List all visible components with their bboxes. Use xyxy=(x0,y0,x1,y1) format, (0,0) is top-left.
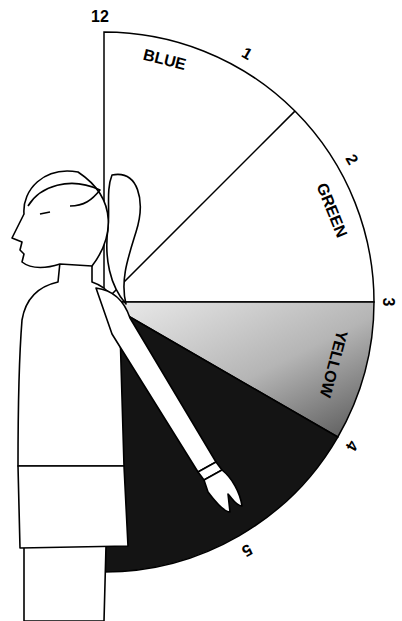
clock-number: 12 xyxy=(91,9,109,25)
clock-number: 4 xyxy=(343,437,361,453)
woman-figure xyxy=(12,171,242,621)
arm xyxy=(96,288,216,472)
ponytail xyxy=(107,174,140,304)
clock-number-holder: 12 xyxy=(91,8,109,24)
legs xyxy=(24,546,106,621)
head xyxy=(12,171,108,267)
clock-number-holder: 3 xyxy=(381,298,397,307)
clock-number-holder: 4 xyxy=(343,438,361,454)
skirt xyxy=(18,466,128,548)
blue-green-sector xyxy=(104,32,374,302)
clock-number: 1 xyxy=(239,45,255,63)
hand xyxy=(204,470,242,512)
clock-number-holder: 1 xyxy=(240,44,256,62)
clock-number: 2 xyxy=(343,151,361,167)
clock-number-holder: 2 xyxy=(343,151,361,167)
clock-number: 3 xyxy=(380,298,396,307)
clock-number-holder: 5 xyxy=(240,541,256,559)
clock-number: 5 xyxy=(239,541,255,559)
eye xyxy=(40,212,50,214)
hair-line xyxy=(28,183,100,206)
